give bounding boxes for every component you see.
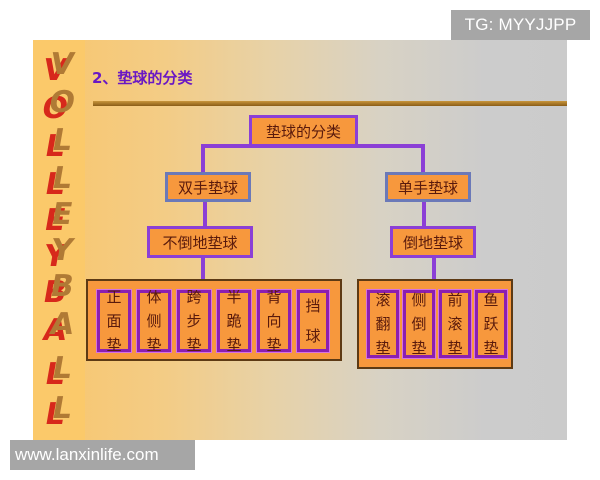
leaf-front-dig: 正面垫 (96, 288, 132, 354)
watermark-bottom-left: www.lanxinlife.com (10, 440, 195, 470)
slide-title: 2、垫球的分类 (92, 69, 193, 87)
side-letter: V (47, 47, 77, 82)
leaf-side-fall-dig: 侧倒垫 (402, 289, 436, 359)
connector-left-group (201, 254, 205, 280)
leaf-group-non-falling: 正面垫 体侧垫 跨步垫 半跪垫 背向垫 挡球 (86, 279, 342, 361)
side-letter: L (49, 161, 75, 196)
leaf-block-ball: 挡球 (296, 289, 330, 353)
connector-root-right (421, 144, 425, 176)
connector-right-child (422, 200, 426, 230)
watermark-top-right: TG: MYYJJPP (451, 10, 590, 40)
connector-left-child (203, 200, 207, 230)
node-root: 垫球的分类 (249, 115, 358, 147)
node-falling-dig: 倒地垫球 (390, 226, 476, 258)
side-letter: B (47, 269, 77, 304)
node-two-hand-dig: 双手垫球 (165, 172, 251, 202)
leaf-roll-dig: 滚翻垫 (366, 289, 400, 359)
slide: V O L L E Y B A L L 2、垫球的分类 垫球的分类 双手垫球 单… (33, 40, 567, 440)
connector-root-left (201, 144, 205, 176)
volleyball-side-strip: V O L L E Y B A L L (33, 40, 85, 440)
leaf-half-kneel-dig: 半跪垫 (216, 288, 252, 354)
side-letter: A (47, 307, 77, 342)
title-divider (93, 101, 567, 106)
leaf-step-dig: 跨步垫 (176, 288, 212, 354)
leaf-forward-roll-dig: 前滚垫 (438, 289, 472, 359)
side-letter: L (49, 351, 75, 386)
side-letter: L (49, 123, 75, 158)
leaf-back-dig: 背向垫 (256, 288, 292, 354)
side-letter: O (46, 85, 78, 120)
side-letter: E (48, 197, 76, 232)
leaf-side-dig: 体侧垫 (136, 288, 172, 354)
side-letter: L (49, 391, 75, 426)
leaf-dive-dig: 鱼跃垫 (474, 289, 508, 359)
connector-right-group (432, 254, 436, 280)
leaf-group-falling: 滚翻垫 侧倒垫 前滚垫 鱼跃垫 (357, 279, 513, 369)
side-letter: Y (48, 233, 77, 268)
node-non-falling-dig: 不倒地垫球 (147, 226, 253, 258)
node-one-hand-dig: 单手垫球 (385, 172, 471, 202)
